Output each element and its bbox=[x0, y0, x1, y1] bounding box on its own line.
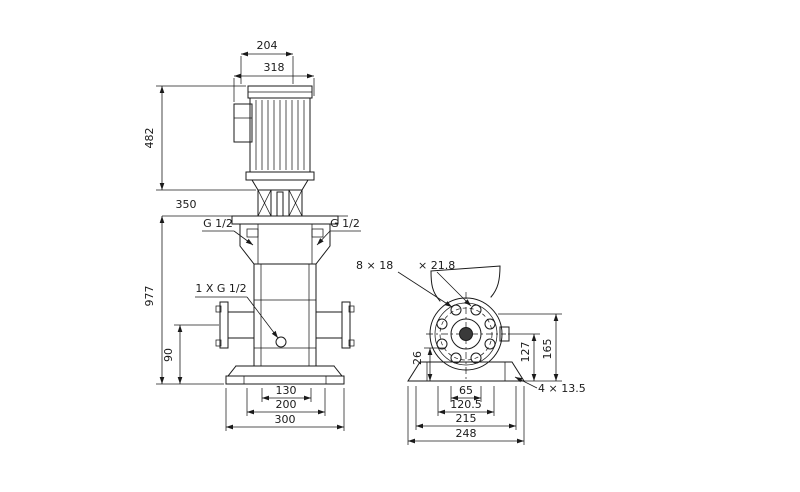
dim-482-label: 482 bbox=[143, 128, 156, 149]
dim-318-label: 318 bbox=[264, 61, 285, 74]
dim-65-label: 65 bbox=[459, 384, 473, 397]
foot-holes-label: 4 × 13.5 bbox=[538, 382, 586, 395]
leader-port-right bbox=[316, 230, 331, 246]
leader-bolt-spec bbox=[397, 271, 453, 308]
bolt-circle bbox=[439, 307, 493, 361]
front-view: 204 318 482 350 977 G 1/2 G 1/2 bbox=[143, 39, 361, 431]
pump-column bbox=[253, 263, 317, 367]
motor-flange bbox=[245, 171, 315, 181]
base-front bbox=[225, 365, 345, 385]
motor-adapter bbox=[251, 179, 309, 191]
dim-204-label: 204 bbox=[257, 39, 278, 52]
motor-fins bbox=[255, 100, 305, 170]
bolt-spec-label: 8 × 18 bbox=[356, 259, 393, 272]
dim-977-label: 977 bbox=[143, 286, 156, 307]
dim-90-label: 90 bbox=[162, 348, 175, 362]
leader-drain bbox=[246, 296, 279, 339]
dim-26-label: 26 bbox=[411, 351, 424, 365]
coupling-section bbox=[257, 189, 303, 217]
dim-127-label: 127 bbox=[519, 342, 532, 363]
dim-120-5-label: 120.5 bbox=[450, 398, 482, 411]
leader-bolt-depth bbox=[436, 271, 472, 307]
port-right-label: G 1/2 bbox=[330, 217, 360, 230]
port-boss-right bbox=[311, 228, 324, 238]
dim-130-label: 130 bbox=[276, 384, 297, 397]
dim-300-label: 300 bbox=[275, 413, 296, 426]
side-dimensions: 8 × 18 × 21.8 26 127 165 4 × 13.5 65 bbox=[356, 259, 586, 445]
front-dimensions: 204 318 482 350 977 G 1/2 G 1/2 bbox=[143, 39, 361, 431]
shaft bbox=[276, 191, 284, 217]
column-silhouette bbox=[430, 265, 501, 302]
dim-350-label: 350 bbox=[176, 198, 197, 211]
suction-flange-left bbox=[215, 301, 255, 349]
motor bbox=[233, 85, 315, 191]
leader-foot-holes bbox=[514, 376, 538, 389]
side-view: 8 × 18 × 21.8 26 127 165 4 × 13.5 65 bbox=[356, 259, 586, 445]
dim-215-label: 215 bbox=[456, 412, 477, 425]
dim-165-label: 165 bbox=[541, 339, 554, 360]
dim-200-label: 200 bbox=[276, 398, 297, 411]
port-left-label: G 1/2 bbox=[203, 217, 233, 230]
bolt-depth-label: × 21.8 bbox=[418, 259, 455, 272]
port-boss-left bbox=[246, 228, 259, 238]
drain-plug bbox=[275, 336, 287, 348]
drain-port-label: 1 X G 1/2 bbox=[195, 282, 246, 295]
leader-port-left bbox=[233, 230, 254, 246]
discharge-flange-right bbox=[315, 301, 355, 349]
shaft-hub bbox=[459, 327, 473, 341]
terminal-box bbox=[233, 103, 253, 143]
bolt-holes bbox=[436, 304, 496, 364]
dim-248-label: 248 bbox=[456, 427, 477, 440]
